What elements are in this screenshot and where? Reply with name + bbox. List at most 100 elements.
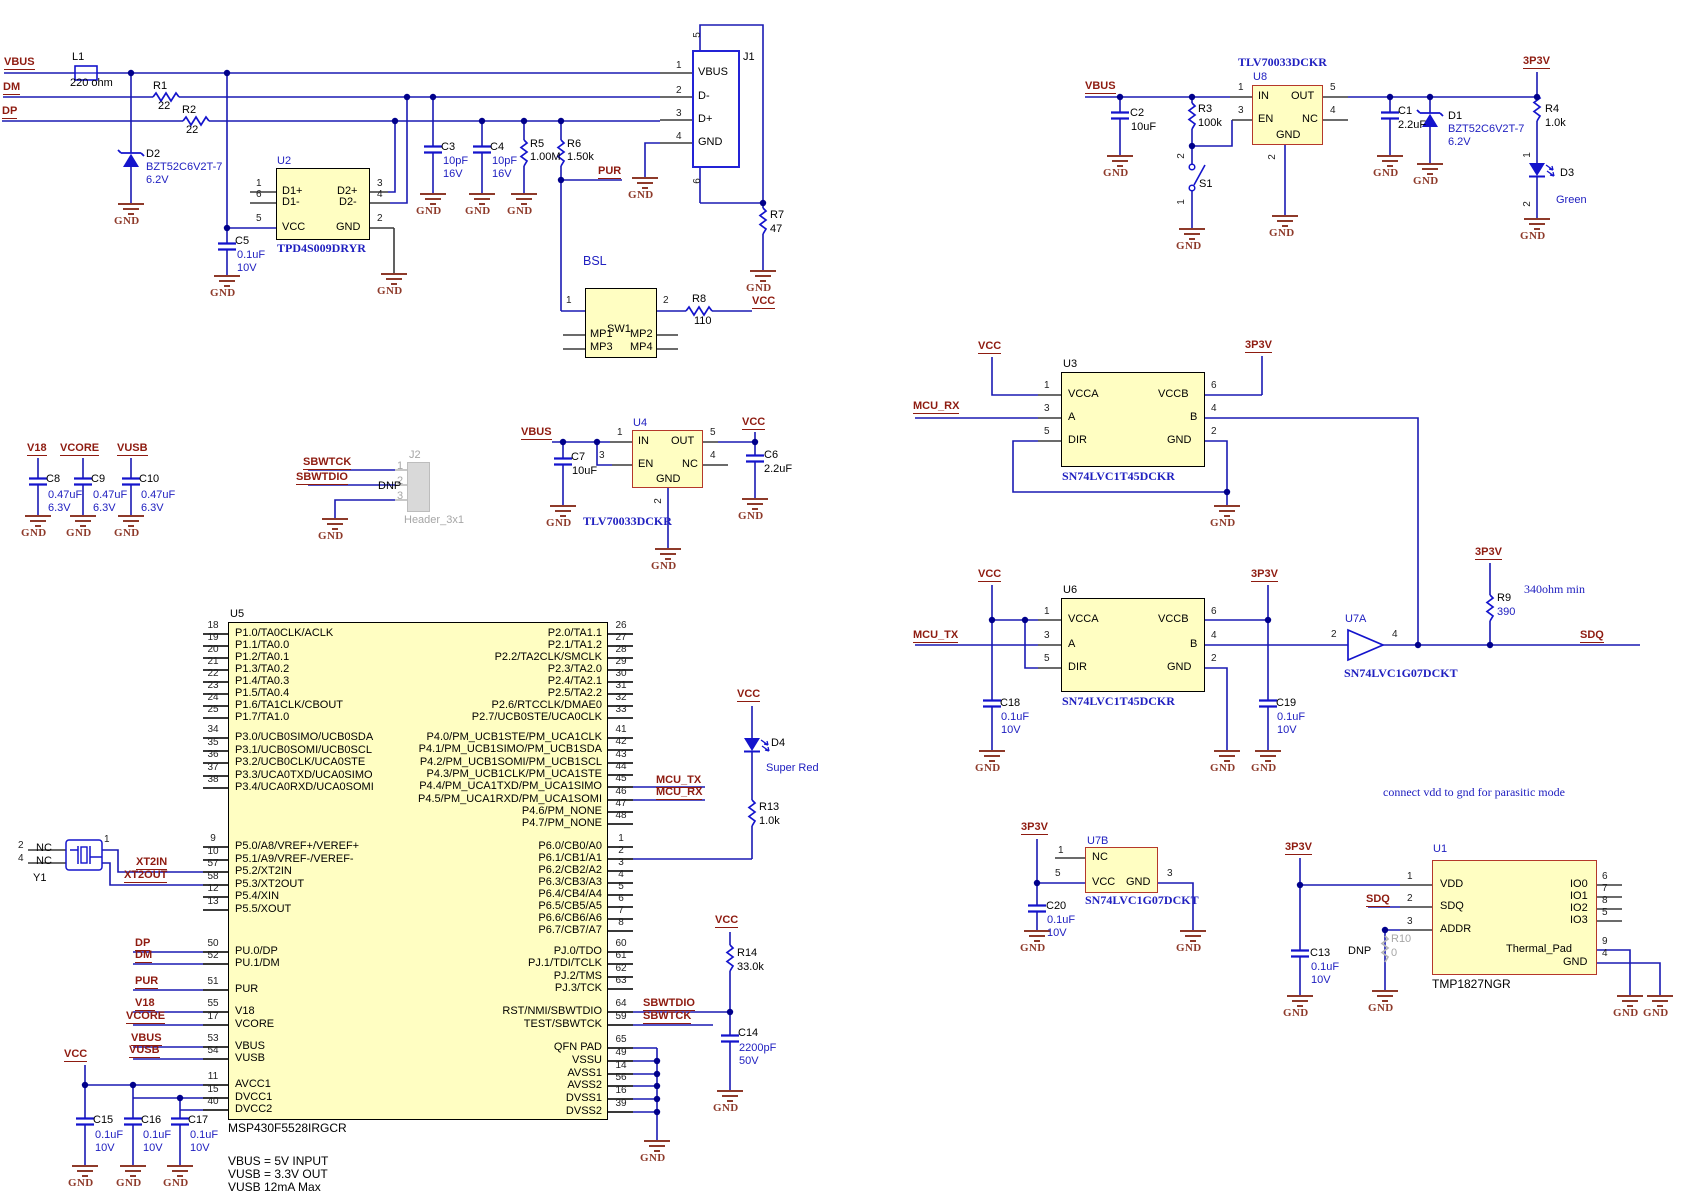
u5-pin-39-stub	[608, 1111, 633, 1113]
ref-c7: C7	[571, 451, 586, 463]
c2-capacitor	[1109, 111, 1131, 120]
u5-pin-5-stub	[608, 894, 633, 896]
ref-c18: C18	[1000, 697, 1021, 709]
u5-pin-50-name: PU.0/DP	[235, 945, 278, 957]
j2-pn1: 1	[397, 460, 404, 472]
u1-pin-io0: IO0	[1570, 878, 1588, 890]
u5-pin-21-name: P1.3/TA0.2	[235, 663, 290, 675]
y1-crystal-plates	[70, 846, 102, 864]
u2-usb-protection-ic-body	[276, 168, 370, 240]
u5-pin-63-number: 63	[615, 975, 627, 986]
gnd-r7: GND	[746, 282, 772, 294]
u2-pin-d2m: D2-	[339, 196, 357, 208]
note-r9: 340ohm min	[1524, 582, 1586, 596]
u5-pin-58-name: P5.3/XT2OUT	[235, 878, 305, 890]
ref-u6: U6	[1063, 584, 1078, 596]
u5-pin-2-number: 2	[618, 845, 624, 856]
u7b-pin-gnd: GND	[1126, 876, 1151, 888]
ref-r8: R8	[692, 293, 707, 305]
u5-pin-40-stub	[203, 1109, 228, 1111]
u5-pin-44-stub	[608, 774, 633, 776]
ref-c2: C2	[1130, 107, 1145, 119]
u5-pin-47-number: 47	[615, 798, 627, 809]
u1-pin-addr: ADDR	[1440, 923, 1472, 935]
u5-pin-37-number: 37	[207, 762, 219, 773]
u5-pin-43-name: P4.2/PM_UCB1SOMI/PM_UCB1SCL	[419, 756, 602, 768]
val-c8: 0.47uF	[48, 489, 83, 501]
ref-c8: C8	[46, 473, 61, 485]
j2-pn3: 3	[397, 490, 404, 502]
u5-pin-19-name: P1.1/TA0.0	[235, 639, 290, 651]
u5-pin-25-stub	[203, 717, 228, 719]
part-u8: TLV70033DCKR	[1238, 55, 1327, 69]
u5-pin-53-number: 53	[207, 1033, 219, 1044]
note-vusb-max: VUSB 12mA Max	[228, 1180, 321, 1191]
c9-capacitor	[72, 477, 94, 486]
net-v18-cap: V18	[27, 442, 47, 456]
u5-pin-59-stub	[608, 1024, 633, 1026]
gnd-c15: GND	[68, 1177, 94, 1189]
net-v18-u5: V18	[135, 997, 155, 1011]
u5-pin-3-number: 3	[618, 857, 624, 868]
u3-pin-b: B	[1190, 411, 1198, 423]
ref-c1: C1	[1398, 105, 1413, 117]
ref-sw1: SW1	[607, 323, 631, 335]
u5-pin-22-name: P1.4/TA0.3	[235, 675, 290, 687]
u5-pin-65-name: QFN PAD	[553, 1041, 602, 1053]
u5-pin-2-name: P6.1/CB1/A1	[538, 852, 602, 864]
gnd-c9: GND	[66, 527, 92, 539]
u5-pin-40-name: DVCC2	[235, 1103, 273, 1115]
u1-pn7: 7	[1602, 883, 1608, 894]
val-c18: 0.1uF	[1001, 711, 1030, 723]
part-u7b: SN74LVC1G07DCKT	[1085, 893, 1199, 907]
u2-pn6: 6	[256, 189, 262, 200]
u5-pin-12-stub	[203, 896, 228, 898]
u5-pin-23-number: 23	[207, 680, 219, 691]
gnd-d3: GND	[1520, 230, 1546, 242]
u8-pin-gnd: GND	[1276, 129, 1301, 141]
u5-pin-27-number: 27	[615, 632, 627, 643]
u5-pin-23-stub	[203, 693, 228, 695]
u3-pn6: 6	[1211, 380, 1217, 391]
u5-pin-65-number: 65	[615, 1034, 627, 1045]
u5-pin-34-number: 34	[207, 724, 219, 735]
u5-pin-60-number: 60	[615, 938, 627, 949]
u8-pin-nc: NC	[1302, 113, 1318, 125]
u3-pin-dir: DIR	[1068, 434, 1087, 446]
val-c4: 10pF	[492, 155, 518, 167]
u5-pin-58-number: 58	[207, 871, 219, 882]
c20-capacitor	[1026, 904, 1048, 913]
val-r8: 110	[694, 315, 712, 327]
val-c2: 10uF	[1131, 121, 1157, 133]
u6-pn2: 2	[1211, 653, 1217, 664]
val-c10: 0.47uF	[141, 489, 176, 501]
y1-pn4: 4	[18, 853, 24, 864]
net-vcc-d4: VCC	[737, 688, 761, 702]
u5-pin-56-number: 56	[615, 1072, 627, 1083]
u7a-pn4: 4	[1392, 629, 1398, 640]
val-l1: 220 ohm	[70, 77, 113, 89]
u5-pin-16-stub	[608, 1098, 633, 1100]
r8-resistor	[685, 306, 713, 316]
u5-pin-35-number: 35	[207, 737, 219, 748]
u5-pin-49-stub	[608, 1060, 633, 1062]
val-d1-part: BZT52C6V2T-7	[1448, 123, 1525, 135]
u5-pin-29-number: 29	[615, 656, 627, 667]
u1-pn8: 8	[1602, 895, 1608, 906]
u5-pin-45-number: 45	[615, 773, 627, 784]
u5-pin-6-number: 6	[618, 893, 624, 904]
u5-pin-17-stub	[203, 1024, 228, 1026]
val-c9: 0.47uF	[93, 489, 128, 501]
u5-pin-62-stub	[608, 976, 633, 978]
s1-pn1: 1	[1175, 199, 1187, 205]
val-r6: 1.50k	[567, 151, 594, 163]
ref-d1: D1	[1448, 110, 1463, 122]
u5-pin-10-stub	[203, 859, 228, 861]
u1-pin-io3: IO3	[1570, 914, 1588, 926]
u5-pin-15-name: DVCC1	[235, 1091, 273, 1103]
u5-pin-63-stub	[608, 988, 633, 990]
net-vcc-r14: VCC	[715, 914, 739, 928]
val-d2-v: 6.2V	[146, 174, 169, 186]
u6-pin-a: A	[1068, 638, 1076, 650]
u5-pin-48-stub	[608, 823, 633, 825]
